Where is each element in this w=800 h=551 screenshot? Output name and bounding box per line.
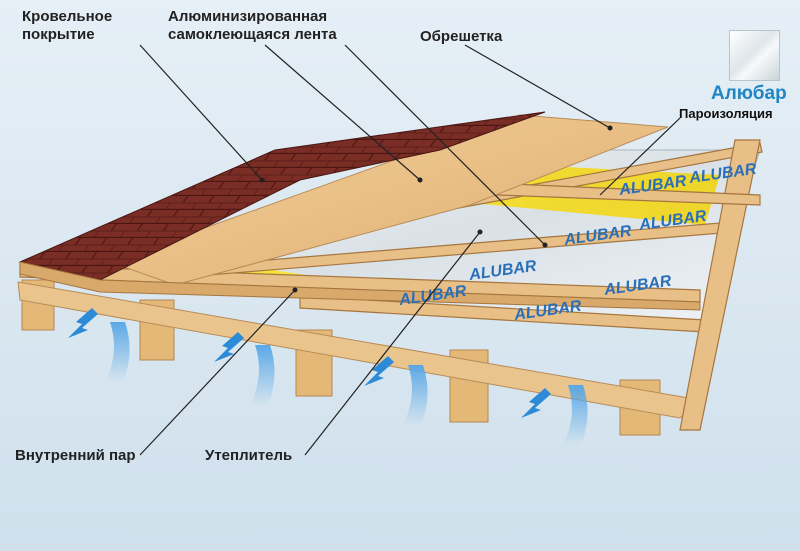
label-roof-covering-line2: покрытие	[22, 26, 95, 43]
deck-edge	[19, 261, 701, 311]
label-battens: Обрешетка	[420, 28, 503, 45]
label-aluminized-tape-line1: Алюминизированная	[168, 8, 328, 25]
ceiling-board	[17, 281, 702, 419]
label-internal-vapor: Внутренний пар	[15, 447, 136, 464]
vapor-arrows	[68, 308, 588, 445]
label-vapor-barrier: Пароизоляция	[679, 106, 773, 121]
label-aluminized-tape-line2: самоклеющаяся лента	[168, 26, 337, 43]
leader-lines	[139, 44, 681, 456]
leader-dots	[259, 125, 613, 293]
brand-logo-text: Алюбар	[711, 83, 787, 104]
label-roof-covering-line1: Кровельное	[22, 8, 113, 25]
label-roof-covering: Кровельное покрытие	[22, 8, 112, 44]
roof-shingles	[18, 111, 546, 281]
label-insulation: Утеплитель	[205, 447, 293, 464]
membrane-sample-swatch	[729, 30, 780, 81]
label-aluminized-tape: Алюминизированная самоклеющаяся лента	[168, 8, 337, 44]
